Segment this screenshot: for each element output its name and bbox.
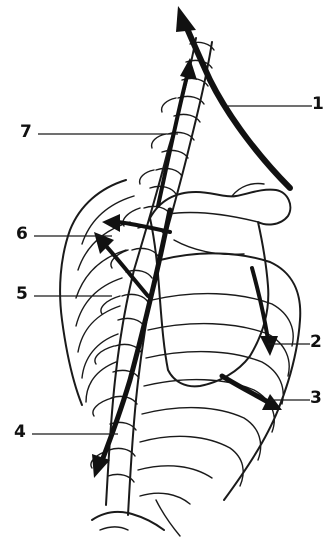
arrow-1 [186, 26, 290, 188]
label-1: 1 [312, 96, 323, 113]
label-7: 7 [20, 124, 32, 141]
label-3: 3 [310, 390, 322, 407]
label-4: 4 [14, 424, 26, 441]
arrow-7-head [180, 58, 197, 80]
arrow-2-head [260, 336, 278, 356]
arrow-1-head [176, 6, 196, 32]
label-6: 6 [16, 226, 28, 243]
label-2: 2 [310, 334, 322, 351]
label-5: 5 [16, 286, 28, 303]
leader-lines [32, 106, 312, 434]
arrow-6 [118, 222, 170, 232]
arrow-7 [158, 72, 188, 206]
arrow-3 [222, 376, 268, 402]
